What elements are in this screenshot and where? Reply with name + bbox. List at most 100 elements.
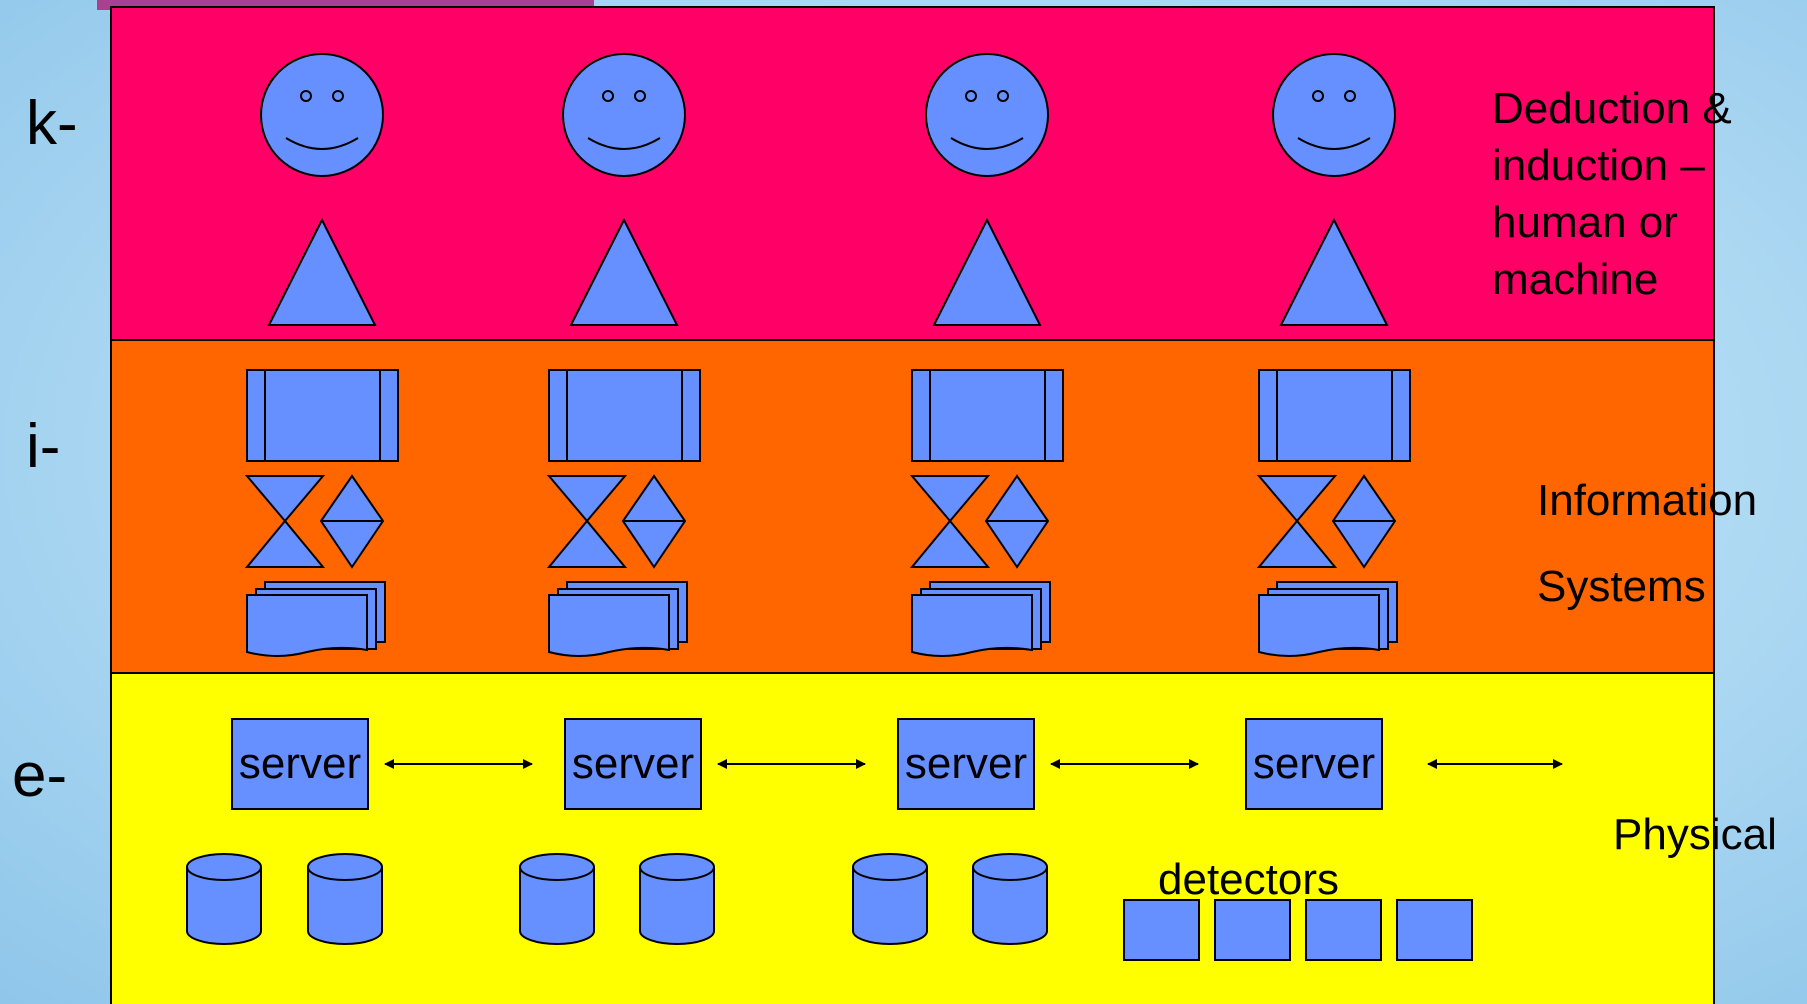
knowledge-description-line: human or	[1492, 198, 1678, 247]
sort-icon	[1331, 474, 1397, 569]
smiley-head	[260, 53, 384, 177]
process-box-outline	[246, 369, 399, 462]
multi-document-icon	[1258, 581, 1398, 657]
database-cylinder-icon	[852, 853, 928, 945]
detector-box-icon	[1305, 899, 1382, 961]
sort-icon	[319, 474, 385, 569]
collate-icon	[244, 475, 326, 568]
process-box-outline	[911, 369, 1064, 462]
smiley-mouth	[1297, 137, 1371, 150]
detector-box-icon	[1396, 899, 1473, 961]
information-description-line: Systems	[1537, 562, 1706, 611]
smiley-eye	[332, 90, 344, 102]
triangle-icon	[267, 217, 377, 326]
smiley-face-icon	[925, 53, 1049, 177]
smiley-eye	[1312, 90, 1324, 102]
process-box-icon	[548, 369, 701, 462]
cylinder-body	[852, 867, 928, 945]
knowledge-description-line: Deduction &	[1492, 84, 1732, 133]
server-box-icon	[564, 718, 702, 810]
physical-layer-description: Physical	[1613, 806, 1777, 863]
triangle-icon	[569, 217, 679, 326]
knowledge-description-line: induction –	[1492, 141, 1705, 190]
server-box-icon	[231, 718, 369, 810]
detector-box-icon	[1214, 899, 1291, 961]
smiley-head	[562, 53, 686, 177]
cylinder-body	[186, 867, 262, 945]
smiley-head	[1272, 53, 1396, 177]
sort-icon	[621, 474, 687, 569]
cylinder-body	[972, 867, 1048, 945]
smiley-face-icon	[260, 53, 384, 177]
information-description-line: Information	[1537, 476, 1758, 525]
process-box-outline	[548, 369, 701, 462]
document-sheet-front	[548, 594, 670, 657]
knowledge-layer-band	[110, 6, 1715, 341]
database-cylinder-icon	[307, 853, 383, 945]
physical-description-line: Physical	[1613, 810, 1777, 859]
sort-icon	[984, 474, 1050, 569]
smiley-eye	[997, 90, 1009, 102]
triangle-icon	[932, 217, 1042, 326]
collate-icon	[909, 475, 991, 568]
smiley-face-icon	[562, 53, 686, 177]
cylinder-body	[307, 867, 383, 945]
collate-icon	[546, 475, 628, 568]
detector-box-icon	[1123, 899, 1200, 961]
process-box-icon	[911, 369, 1064, 462]
multi-document-icon	[246, 581, 386, 657]
server-label: server	[1252, 739, 1376, 788]
smiley-eye	[634, 90, 646, 102]
smiley-face-icon	[1272, 53, 1396, 177]
collate-bottom	[244, 519, 326, 568]
smiley-eye	[300, 90, 312, 102]
collate-bottom	[1256, 519, 1338, 568]
database-cylinder-icon	[186, 853, 262, 945]
document-sheet-front	[1258, 594, 1380, 657]
triangle-icon	[1279, 217, 1389, 326]
server-label: server	[904, 739, 1028, 788]
process-box-icon	[246, 369, 399, 462]
cylinder-body	[639, 867, 715, 945]
cylinder-top	[972, 853, 1048, 881]
smiley-eye	[602, 90, 614, 102]
smiley-eye	[1344, 90, 1356, 102]
smiley-head	[925, 53, 1049, 177]
process-box-outline	[1258, 369, 1411, 462]
process-box-icon	[1258, 369, 1411, 462]
information-layer-description: Information Systems	[1537, 458, 1757, 630]
server-label: server	[238, 739, 362, 788]
database-cylinder-icon	[519, 853, 595, 945]
collate-top	[546, 475, 628, 523]
knowledge-description-line: machine	[1492, 255, 1659, 304]
server-label: server	[571, 739, 695, 788]
collate-top	[1256, 475, 1338, 523]
cylinder-top	[307, 853, 383, 881]
document-sheet-front	[911, 594, 1033, 657]
layer-prefix-k: k-	[26, 89, 78, 158]
server-box-icon	[1245, 718, 1383, 810]
smiley-eye	[965, 90, 977, 102]
cylinder-body	[519, 867, 595, 945]
knowledge-layer-description: Deduction & induction – human or machine	[1492, 80, 1732, 308]
server-box-icon	[897, 718, 1035, 810]
collate-bottom	[909, 519, 991, 568]
cylinder-top	[519, 853, 595, 881]
detectors-label: detectors	[1158, 855, 1339, 904]
layer-prefix-i: i-	[26, 412, 61, 481]
layer-prefix-e: e-	[12, 741, 68, 810]
collate-icon	[1256, 475, 1338, 568]
collate-top	[244, 475, 326, 523]
cylinder-top	[852, 853, 928, 881]
document-sheet-front	[246, 594, 368, 657]
collate-bottom	[546, 519, 628, 568]
database-cylinder-icon	[972, 853, 1048, 945]
cylinder-top	[186, 853, 262, 881]
smiley-mouth	[950, 137, 1024, 150]
database-cylinder-icon	[639, 853, 715, 945]
cylinder-top	[639, 853, 715, 881]
smiley-mouth	[285, 137, 359, 150]
multi-document-icon	[548, 581, 688, 657]
